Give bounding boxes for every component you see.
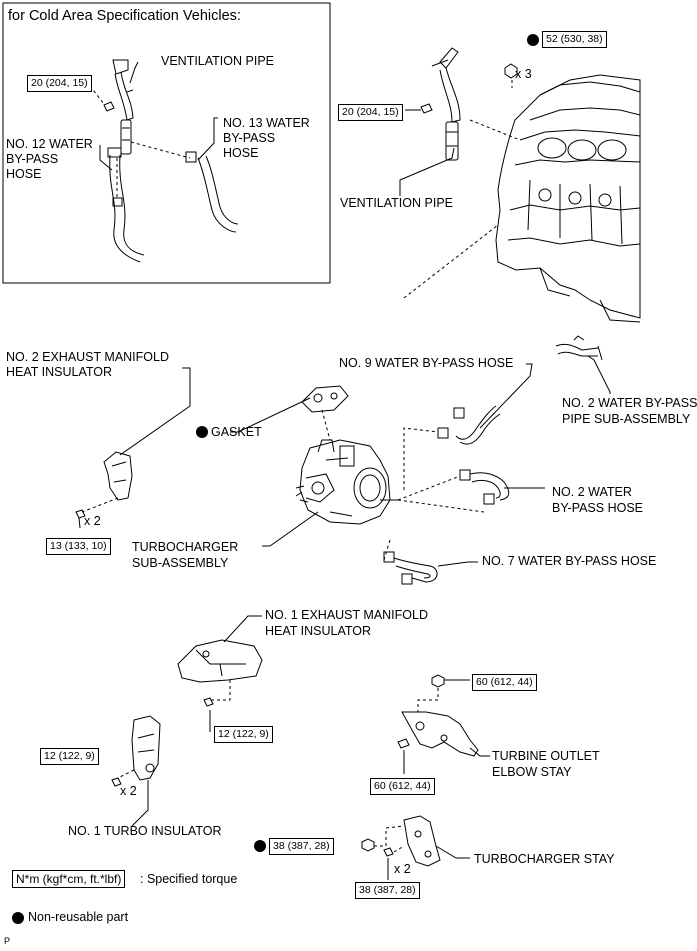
no1-exhaust-heat-insulator-part [177,639,263,683]
nonreusable-marker-stay-nut [254,840,266,852]
no1-turbo-insulator-label: NO. 1 TURBO INSULATOR [68,824,222,838]
vent-bolt [420,103,433,114]
no2-exhaust-insulator-label-2: HEAT INSULATOR [6,365,113,379]
elbow-stay-label-1: TURBINE OUTLET [492,749,600,763]
turbocharger-part [295,439,398,525]
inset-no12-hose [107,147,145,263]
turbocharger-label-1: TURBOCHARGER [132,540,239,554]
no9-water-bypass-hose-part [437,405,501,445]
legend-nonreusable-icon [12,912,24,924]
bolt-count-label-a: x 2 [84,514,101,528]
no2-hose-label-1: NO. 2 WATER [552,485,632,499]
no7-water-bypass-hose-part [383,551,438,585]
torque-60-a: 60 (612, 44) [472,674,537,691]
bolt-13 [75,509,86,529]
elbow-stay-leader [469,747,490,757]
no9-leader [479,363,533,429]
torque-38-a: 38 (387, 28) [269,838,334,855]
corner-code: P [4,936,11,946]
no2-water-bypass-pipe-part [555,335,603,361]
turbocharger-stay-part [403,815,441,867]
inset-frame [2,2,331,284]
bolt-38 [383,847,394,857]
turbo-leader [262,511,319,547]
no1-turbo-leader [131,780,149,827]
inset-no13-label-3: HOSE [223,146,259,160]
elbow-stay-label-2: ELBOW STAY [492,765,572,779]
torque-13: 13 (133, 10) [46,538,111,555]
nut-52 [504,63,518,79]
nut-count-label: x 3 [515,67,532,81]
engine-block [495,74,641,323]
inset-no13-hose [185,151,239,233]
no2-pipe-leader [587,355,611,394]
inset-leader-no12 [99,145,113,171]
nut-38 [361,838,375,852]
inset-no12-label-2: BY-PASS [6,152,59,166]
bolt-60 [397,738,410,749]
no1-turbo-insulator-part [131,715,161,781]
turbo-stay-leader [435,845,470,859]
ex1-leader [223,615,262,643]
bolt-12-a [203,697,214,707]
no2-exhaust-insulator-label-1: NO. 2 EXHAUST MANIFOLD [6,350,169,364]
bolt-12-b [111,777,122,787]
no1-exhaust-insulator-label-2: HEAT INSULATOR [265,624,372,638]
ex2-leader [119,367,191,456]
no1-exhaust-insulator-label-1: NO. 1 EXHAUST MANIFOLD [265,608,428,622]
torque-38-b: 38 (387, 28) [355,882,420,899]
legend-torque-desc: : Specified torque [140,872,238,886]
inset-torque-bolt: 20 (204, 15) [27,75,92,92]
inset-dashed [89,85,191,200]
nonreusable-marker-gasket [196,426,208,438]
nut-60 [431,674,445,688]
inset-ventilation-pipe-label: VENTILATION PIPE [161,54,274,68]
torque-12-b: 12 (122, 9) [40,748,99,765]
inset-no12-label-1: NO. 12 WATER [6,137,93,151]
inset-no13-label-1: NO. 13 WATER [223,116,310,130]
gasket-label: GASKET [211,425,262,439]
ventilation-pipe-part [431,47,461,161]
turbocharger-stay-label: TURBOCHARGER STAY [474,852,615,866]
inset-leader-vent [129,61,139,84]
bolt-count-label-c: x 2 [394,862,411,876]
gasket-part [301,385,349,413]
gasket-leader [230,397,311,433]
nonreusable-marker-nut [527,34,539,46]
torque-12-a: 12 (122, 9) [214,726,273,743]
inset-title: for Cold Area Specification Vehicles: [8,8,241,24]
vent-pipe-leader [399,147,455,196]
legend-torque-unit: N*m (kgf*cm, ft.*lbf) [12,870,126,888]
no2-pipe-label-1: NO. 2 WATER BY-PASS [562,396,697,410]
legend-nonreusable-label: Non-reusable part [28,910,129,924]
no2-pipe-label-2: PIPE SUB-ASSEMBLY [562,412,691,426]
no2-water-bypass-hose-part [459,469,510,505]
bolt-count-label-b: x 2 [120,784,137,798]
turbine-outlet-elbow-stay-part [401,711,479,757]
no7-leader [437,561,478,567]
inset-no13-label-2: BY-PASS [223,131,276,145]
no2-hose-label-2: BY-PASS HOSE [552,501,644,515]
no2-exhaust-heat-insulator-part [103,451,133,501]
torque-vent-20: 20 (204, 15) [338,104,403,121]
inset-ventilation-pipe [112,59,134,155]
torque-nut-52: 52 (530, 38) [542,31,607,48]
ventilation-pipe-label: VENTILATION PIPE [340,196,453,210]
no9-hose-label: NO. 9 WATER BY-PASS HOSE [339,356,514,370]
inset-leader-no13 [197,117,218,161]
inset-no12-label-3: HOSE [6,167,42,181]
turbocharger-label-2: SUB-ASSEMBLY [132,556,229,570]
torque-60-b: 60 (612, 44) [370,778,435,795]
no7-hose-label: NO. 7 WATER BY-PASS HOSE [482,554,657,568]
inset-bolt [103,101,115,112]
